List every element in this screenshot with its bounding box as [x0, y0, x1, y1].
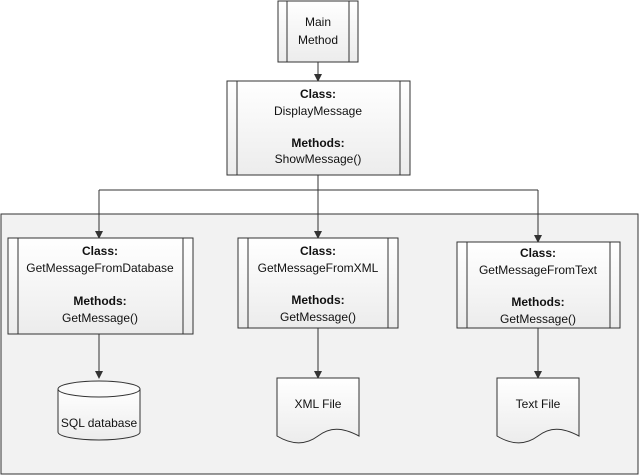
display-message-box: Class: DisplayMessage Methods: ShowMessa…: [226, 80, 411, 176]
from-database-box: Class: GetMessageFromDatabase Methods: G…: [7, 237, 194, 335]
display-message-method-name: ShowMessage(): [275, 152, 362, 166]
main-method-line2: Method: [298, 33, 338, 47]
text-file-label: Text File: [516, 397, 561, 411]
sql-database-cylinder: SQL database: [57, 380, 141, 441]
sql-database-label: SQL database: [61, 416, 138, 430]
display-message-methods-label: Methods:: [291, 136, 344, 150]
from-database-methods-label: Methods:: [73, 294, 126, 308]
from-xml-method-name: GetMessage(): [280, 310, 356, 324]
text-file-document: Text File: [496, 377, 580, 444]
display-message-class-name: DisplayMessage: [274, 104, 362, 118]
from-text-box: Class: GetMessageFromText Methods: GetMe…: [456, 241, 621, 329]
display-message-class-label: Class:: [300, 87, 336, 101]
from-database-method-name: GetMessage(): [62, 311, 138, 325]
main-method-line1: Main: [305, 15, 331, 29]
from-text-methods-label: Methods:: [511, 295, 564, 309]
from-xml-class-label: Class:: [300, 244, 336, 258]
xml-file-document: XML File: [276, 377, 360, 444]
from-xml-class-name: GetMessageFromXML: [258, 261, 379, 275]
from-text-class-name: GetMessageFromText: [479, 263, 598, 277]
from-database-class-name: GetMessageFromDatabase: [26, 261, 174, 275]
main-method-box: Main Method: [277, 0, 359, 63]
from-xml-box: Class: GetMessageFromXML Methods: GetMes…: [237, 237, 399, 329]
from-database-class-label: Class:: [82, 244, 118, 258]
from-xml-methods-label: Methods:: [291, 293, 344, 307]
from-text-class-label: Class:: [520, 246, 556, 260]
connectors: [95, 62, 542, 379]
xml-file-label: XML File: [295, 397, 342, 411]
from-text-method-name: GetMessage(): [500, 312, 576, 326]
